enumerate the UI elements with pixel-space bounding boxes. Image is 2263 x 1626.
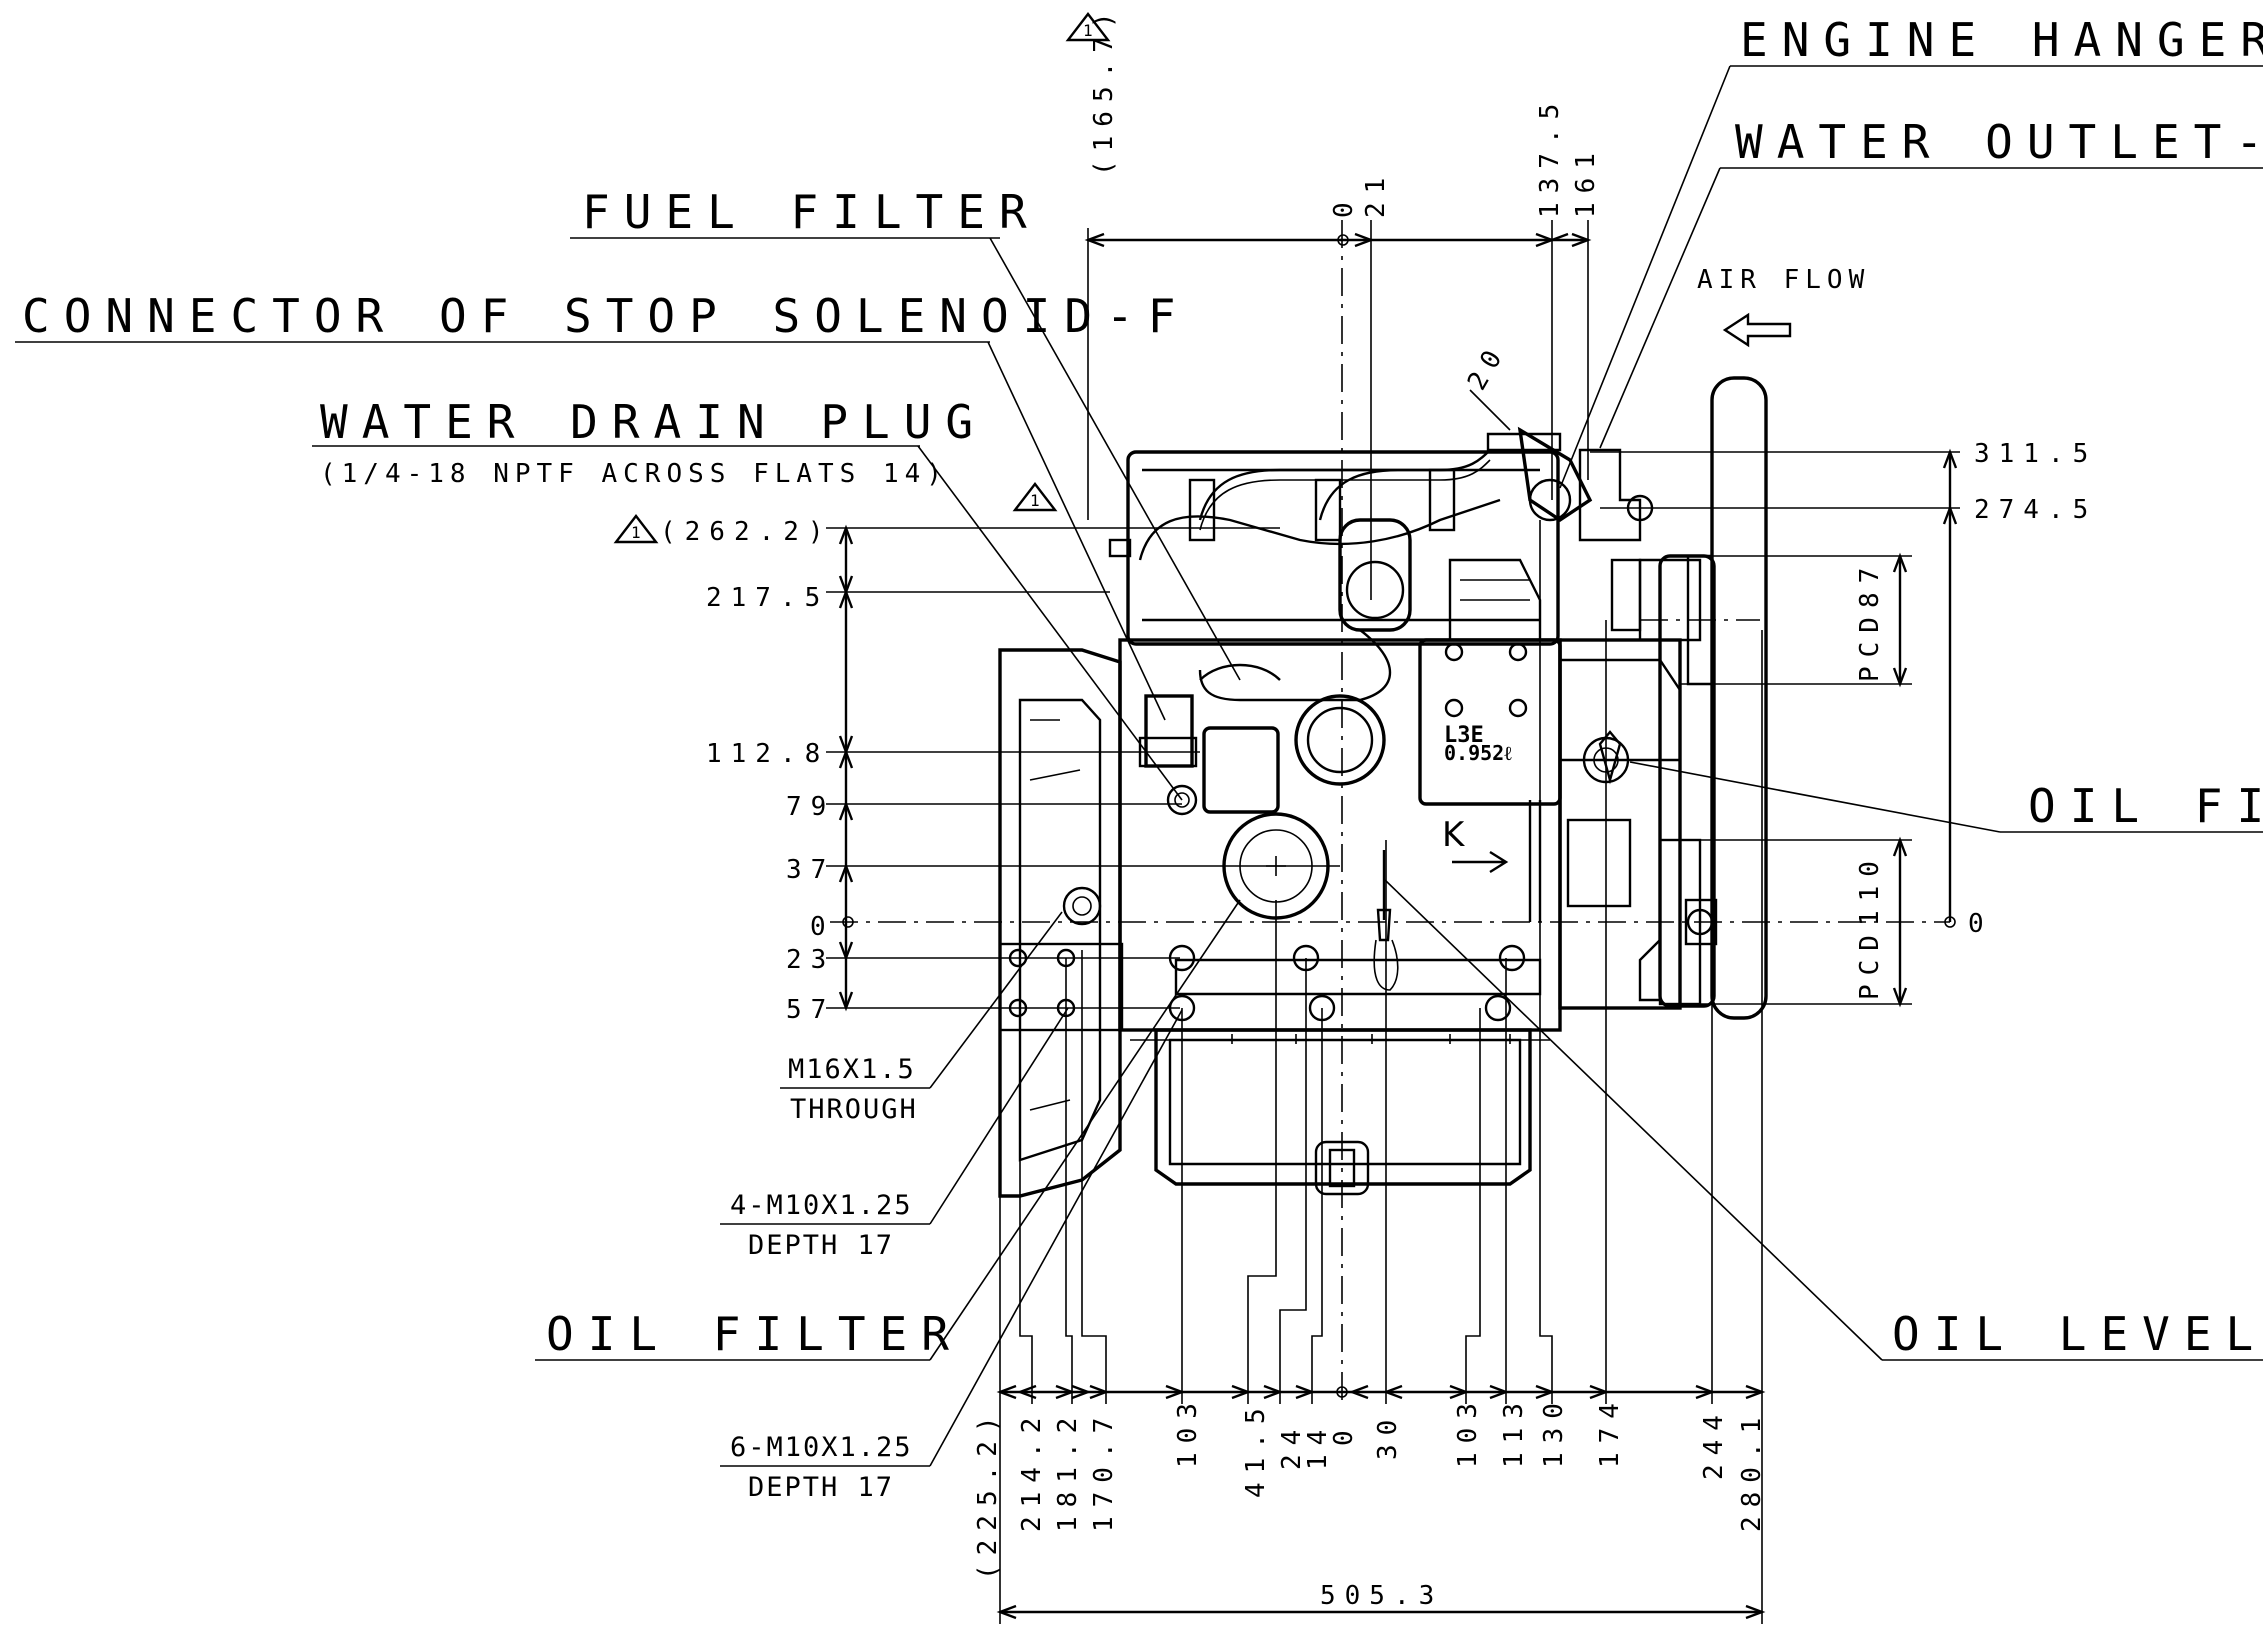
dim-right-311-5: 311.5 (1974, 439, 2097, 469)
dim-top-21: 21 (1361, 169, 1391, 218)
thread-4m10-sub: DEPTH 17 (748, 1230, 894, 1261)
cylinder-block (1118, 638, 1562, 1032)
stop-solenoid (1144, 694, 1194, 768)
dim-bot-130: 130 (1539, 1394, 1569, 1468)
dim-bot-181-2: 181.2 (1053, 1409, 1083, 1532)
revision-mark-text: 1 (1030, 491, 1040, 510)
dim-right-274-5: 274.5 (1974, 495, 2097, 525)
dim-pcd110: PCD110 (1855, 852, 1885, 1000)
gear-case (1418, 638, 1562, 806)
water-drain-plug-note: (1/4-18 NPTF ACROSS FLATS 14) (320, 459, 948, 489)
oil-pan (1154, 1028, 1532, 1186)
water-outlet (1578, 448, 1642, 542)
view-marker-k: K (1442, 815, 1466, 855)
dim-bot-214-2: 214.2 (1017, 1409, 1047, 1532)
flywheel-housing (998, 648, 1122, 1198)
thread-m16-sub: THROUGH (790, 1094, 918, 1125)
callout-labels: ENGINE HANGER WATER OUTLET-C FUEL FILTER… (15, 13, 2263, 1503)
air-flow-arrow-icon (1722, 312, 1792, 348)
dim-bot-170-7: 170.7 (1089, 1409, 1119, 1532)
dim-bot-225-2: (225.2) (973, 1407, 1003, 1580)
dim-bot-174: 174 (1595, 1394, 1625, 1468)
pulley-dimensions: PCD87 PCD110 (1680, 552, 1912, 1008)
engine-body: L3E 0.952ℓ K (998, 376, 1768, 1198)
dim-left-79: 79 (786, 792, 835, 822)
oil-level-gauge (1376, 850, 1392, 942)
engine-hanger (1517, 426, 1593, 523)
dim-left-23: 23 (786, 945, 835, 975)
dim-left-0: 0 (810, 912, 835, 942)
m16-mount-hole (1062, 886, 1102, 926)
thread-6m10-sub: DEPTH 17 (748, 1472, 894, 1503)
dim-bot-0: 0 (1329, 1421, 1359, 1446)
right-vertical-dimensions: 311.5 274.5 0 (1590, 439, 2097, 939)
revision-triangle-icon (1012, 482, 1058, 512)
dim-bot-41-5: 41.5 (1241, 1399, 1271, 1498)
oil-filter (1222, 812, 1330, 920)
dim-bot-103-left: 103 (1173, 1394, 1203, 1468)
dim-top-20: 20 (1462, 338, 1513, 396)
engine-displacement-text: 0.952ℓ (1444, 741, 1512, 765)
engine-hanger-label: ENGINE HANGER (1740, 13, 2263, 67)
oil-filler-label: OIL FIL (2028, 779, 2263, 833)
fuel-filter-label: FUEL FILTER (582, 185, 1041, 239)
thread-m16-label: M16X1.5 (788, 1054, 916, 1085)
dim-bot-113: 113 (1499, 1394, 1529, 1468)
dim-left-57: 57 (786, 995, 835, 1025)
fuel-filter (1338, 518, 1412, 632)
cylinder-head (1126, 450, 1560, 646)
stop-solenoid-connector-label: CONNECTOR OF STOP SOLENOID-F (22, 289, 1189, 343)
injection-pipes (1138, 449, 1501, 561)
dim-bot-14: 14 (1303, 1421, 1333, 1470)
front-cover (1558, 638, 1682, 1010)
dim-right-0: 0 (1968, 909, 1993, 939)
thread-6m10-label: 6-M10X1.25 (730, 1432, 913, 1463)
dim-bot-24: 24 (1277, 1421, 1307, 1470)
air-flow-label: AIR FLOW (1697, 265, 1870, 295)
dim-bot-103-right: 103 (1453, 1394, 1483, 1468)
dim-left-37: 37 (786, 855, 835, 885)
oil-drain-plug (1314, 1140, 1370, 1196)
dim-top-0: 0 (1329, 193, 1359, 218)
dim-bot-244: 244 (1699, 1406, 1729, 1480)
fan-pulley (1710, 376, 1768, 1020)
water-drain-plug (1166, 784, 1198, 816)
water-outlet-label: WATER OUTLET-C (1735, 115, 2263, 169)
revision-triangle-icon (1065, 12, 1111, 42)
dim-overall-505-3: 505.3 (1320, 1581, 1443, 1611)
water-drain-plug-label: WATER DRAIN PLUG (320, 395, 987, 449)
dim-left-112-8: 112.8 (706, 739, 829, 769)
oil-level-label: OIL LEVEL (1892, 1307, 2263, 1361)
thread-4m10-label: 4-M10X1.25 (730, 1190, 913, 1221)
dim-bot-30: 30 (1373, 1411, 1403, 1460)
revision-triangle-icon (613, 514, 659, 544)
dim-left-262-2: (262.2) (660, 517, 833, 547)
dim-top-137-5: 137.5 (1535, 95, 1565, 218)
view-k-arrow-icon (1452, 850, 1509, 874)
engine-model-text: L3E (1444, 723, 1484, 748)
bottom-dimensions: (225.2) 214.2 181.2 170.7 103 41.5 24 14… (973, 520, 1767, 1624)
dim-pcd87: PCD87 (1855, 559, 1885, 682)
revision-marks: 1 1 1 (613, 12, 1111, 544)
oil-filter-label: OIL FILTER (546, 1307, 963, 1361)
dim-top-165-7: (165.7) (1089, 3, 1119, 176)
dim-left-217-5: 217.5 (706, 583, 829, 613)
revision-mark-text: 1 (1083, 21, 1093, 40)
oil-filler-cap (1598, 730, 1622, 785)
revision-mark-text: 1 (631, 523, 641, 542)
center-lines (830, 220, 1950, 1400)
dim-top-161: 161 (1571, 144, 1601, 218)
